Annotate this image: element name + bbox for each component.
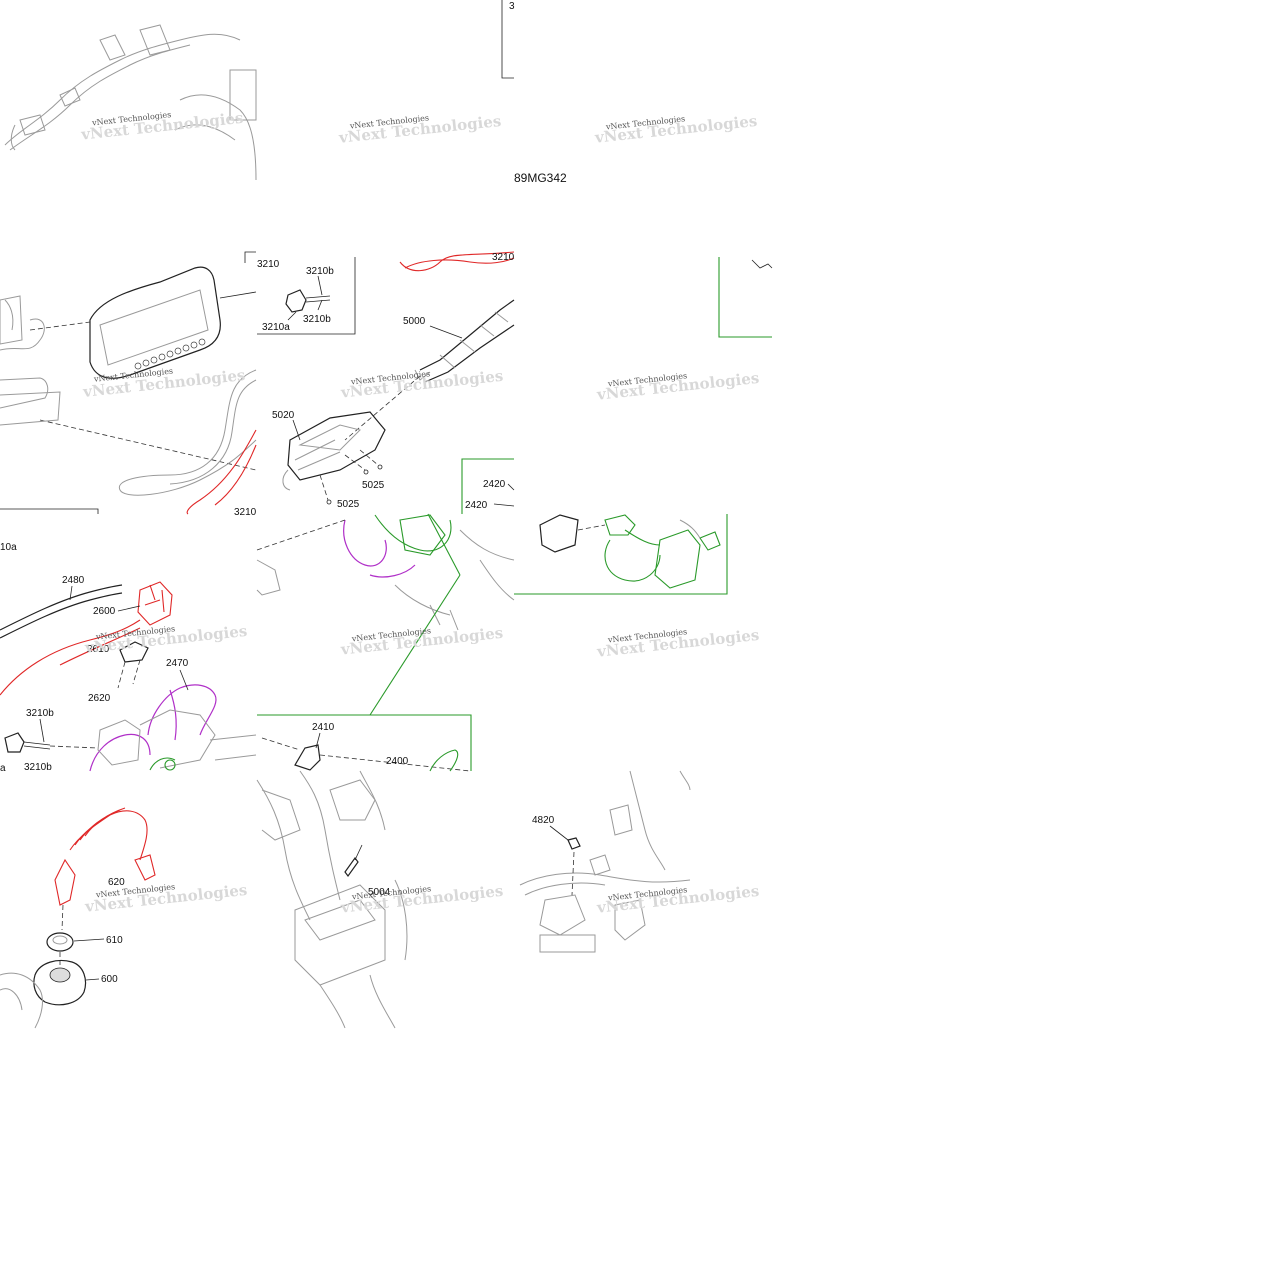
watermark-row1-col2: vNext Technologies vNext Technologies [337,112,502,147]
label-5000: 5000 [403,316,426,327]
instrument-cluster [89,266,257,379]
watermark-row1-col3: vNext Technologies vNext Technologies [593,112,758,147]
wiring-harness-top-left [4,24,257,181]
label-10a: 10a [0,542,17,553]
label-3: 3 [509,1,515,12]
small-part-top-right [751,259,773,269]
inset-box-3210-right [257,257,356,335]
dash-leader-connector [39,419,257,471]
watermark-row2-col2: vNext Technologies vNext Technologies [339,367,504,402]
label-2420-2: 2420 [465,500,488,511]
label-2420-1: 2420 [483,479,506,490]
dash-center [256,519,346,551]
label-3210b-1: 3210b [306,266,334,277]
label-2480: 2480 [62,575,85,586]
label-4820: 4820 [532,815,555,826]
housing-5020 [282,411,386,491]
leader-5000 [429,325,463,339]
label-2400: 2400 [386,756,409,767]
red-wire-top [404,257,515,269]
frame-bottom-left [0,508,99,514]
label-3210: 3210 [257,259,280,270]
green-line-top [427,513,461,576]
label-2410: 2410 [312,722,335,733]
leader-2470 [179,669,189,691]
dash-leader-cluster [29,321,91,331]
cap-610 [46,932,74,952]
label-3210b-4: 3210b [24,762,52,773]
leader-4820 [549,825,569,841]
green-box-2420 [461,458,514,514]
label-600: 600 [101,974,118,985]
label-2470: 2470 [166,658,189,669]
label-2620: 2620 [88,693,111,704]
cable-loop [118,369,257,496]
frame-line-top [501,0,514,79]
watermark-row2-col1: vNext Technologies vNext Technologies [81,366,246,401]
red-wire-left [186,429,257,515]
switch-600 [0,959,87,1029]
green-line-diagonal [369,574,461,716]
label-610: 610 [106,935,123,946]
label-3210b-3: 3210b [26,708,54,719]
harness-center-left [97,709,257,771]
label-5020: 5020 [272,410,295,421]
label-3210a-1: 3210a [262,322,290,333]
label-5004: 5004 [368,887,391,898]
screws-5025 [319,449,383,505]
watermark-row3-col2: vNext Technologies vNext Technologies [339,624,504,659]
label-3210-cut: 3210 [492,252,515,263]
leader-2420 [493,483,515,507]
harness-bottom-right [519,770,691,953]
leader-3210b-3 [39,718,45,743]
leader-600 [85,978,100,981]
leader-5020 [292,419,301,441]
drawing-code: 89MG342 [514,171,567,185]
hose-2480 [0,584,123,639]
harness-center [343,514,515,631]
label-620: 620 [108,877,125,888]
handlebar-5000 [414,299,515,383]
red-tether-620 [54,807,156,906]
green-frame-top-right [718,257,772,338]
red-wire-top-2 [399,251,515,272]
watermark-row4-col3: vNext Technologies vNext Technologies [595,882,760,917]
bracket-2610 [117,641,149,689]
label-5025-1: 5025 [362,480,385,491]
bracket-2410 [261,737,471,772]
watermark-row3-col1: vNext Technologies vNext Technologies [83,622,248,657]
leader-2480 [69,585,73,601]
red-switch-2600 [0,581,173,696]
label-a: a [0,763,6,774]
leader-610 [73,938,105,942]
dash-620 [61,904,64,931]
harness-bottom-center [256,770,408,1029]
connector-left-center [256,559,281,596]
label-3210b-2: 3210b [303,314,331,325]
wiring-harness-left [0,295,61,426]
watermark-row1-col1: vNext Technologies vNext Technologies [79,109,244,144]
inset-box-3210 [244,251,256,263]
green-box-2400 [257,714,472,771]
connector-3210a-2 [4,732,99,753]
label-2610: 2610 [87,644,110,655]
watermark-row2-col3: vNext Technologies vNext Technologies [595,369,760,404]
watermark-row3-col3: vNext Technologies vNext Technologies [595,626,760,661]
label-2600: 2600 [93,606,116,617]
watermark-row4-col2: vNext Technologies vNext Technologies [339,882,504,917]
label-5025-2: 5025 [337,499,360,510]
switch-assembly-green [539,514,721,589]
label-3210-bottom: 3210 [234,507,257,518]
green-hose-2400 [429,749,459,772]
red-wire-left-2 [214,444,257,506]
leader-2600 [117,605,141,612]
purple-harness-2470 [89,684,217,772]
leader-2410 [315,732,321,749]
connector-3210a [285,275,331,321]
green-box-right [514,514,728,595]
